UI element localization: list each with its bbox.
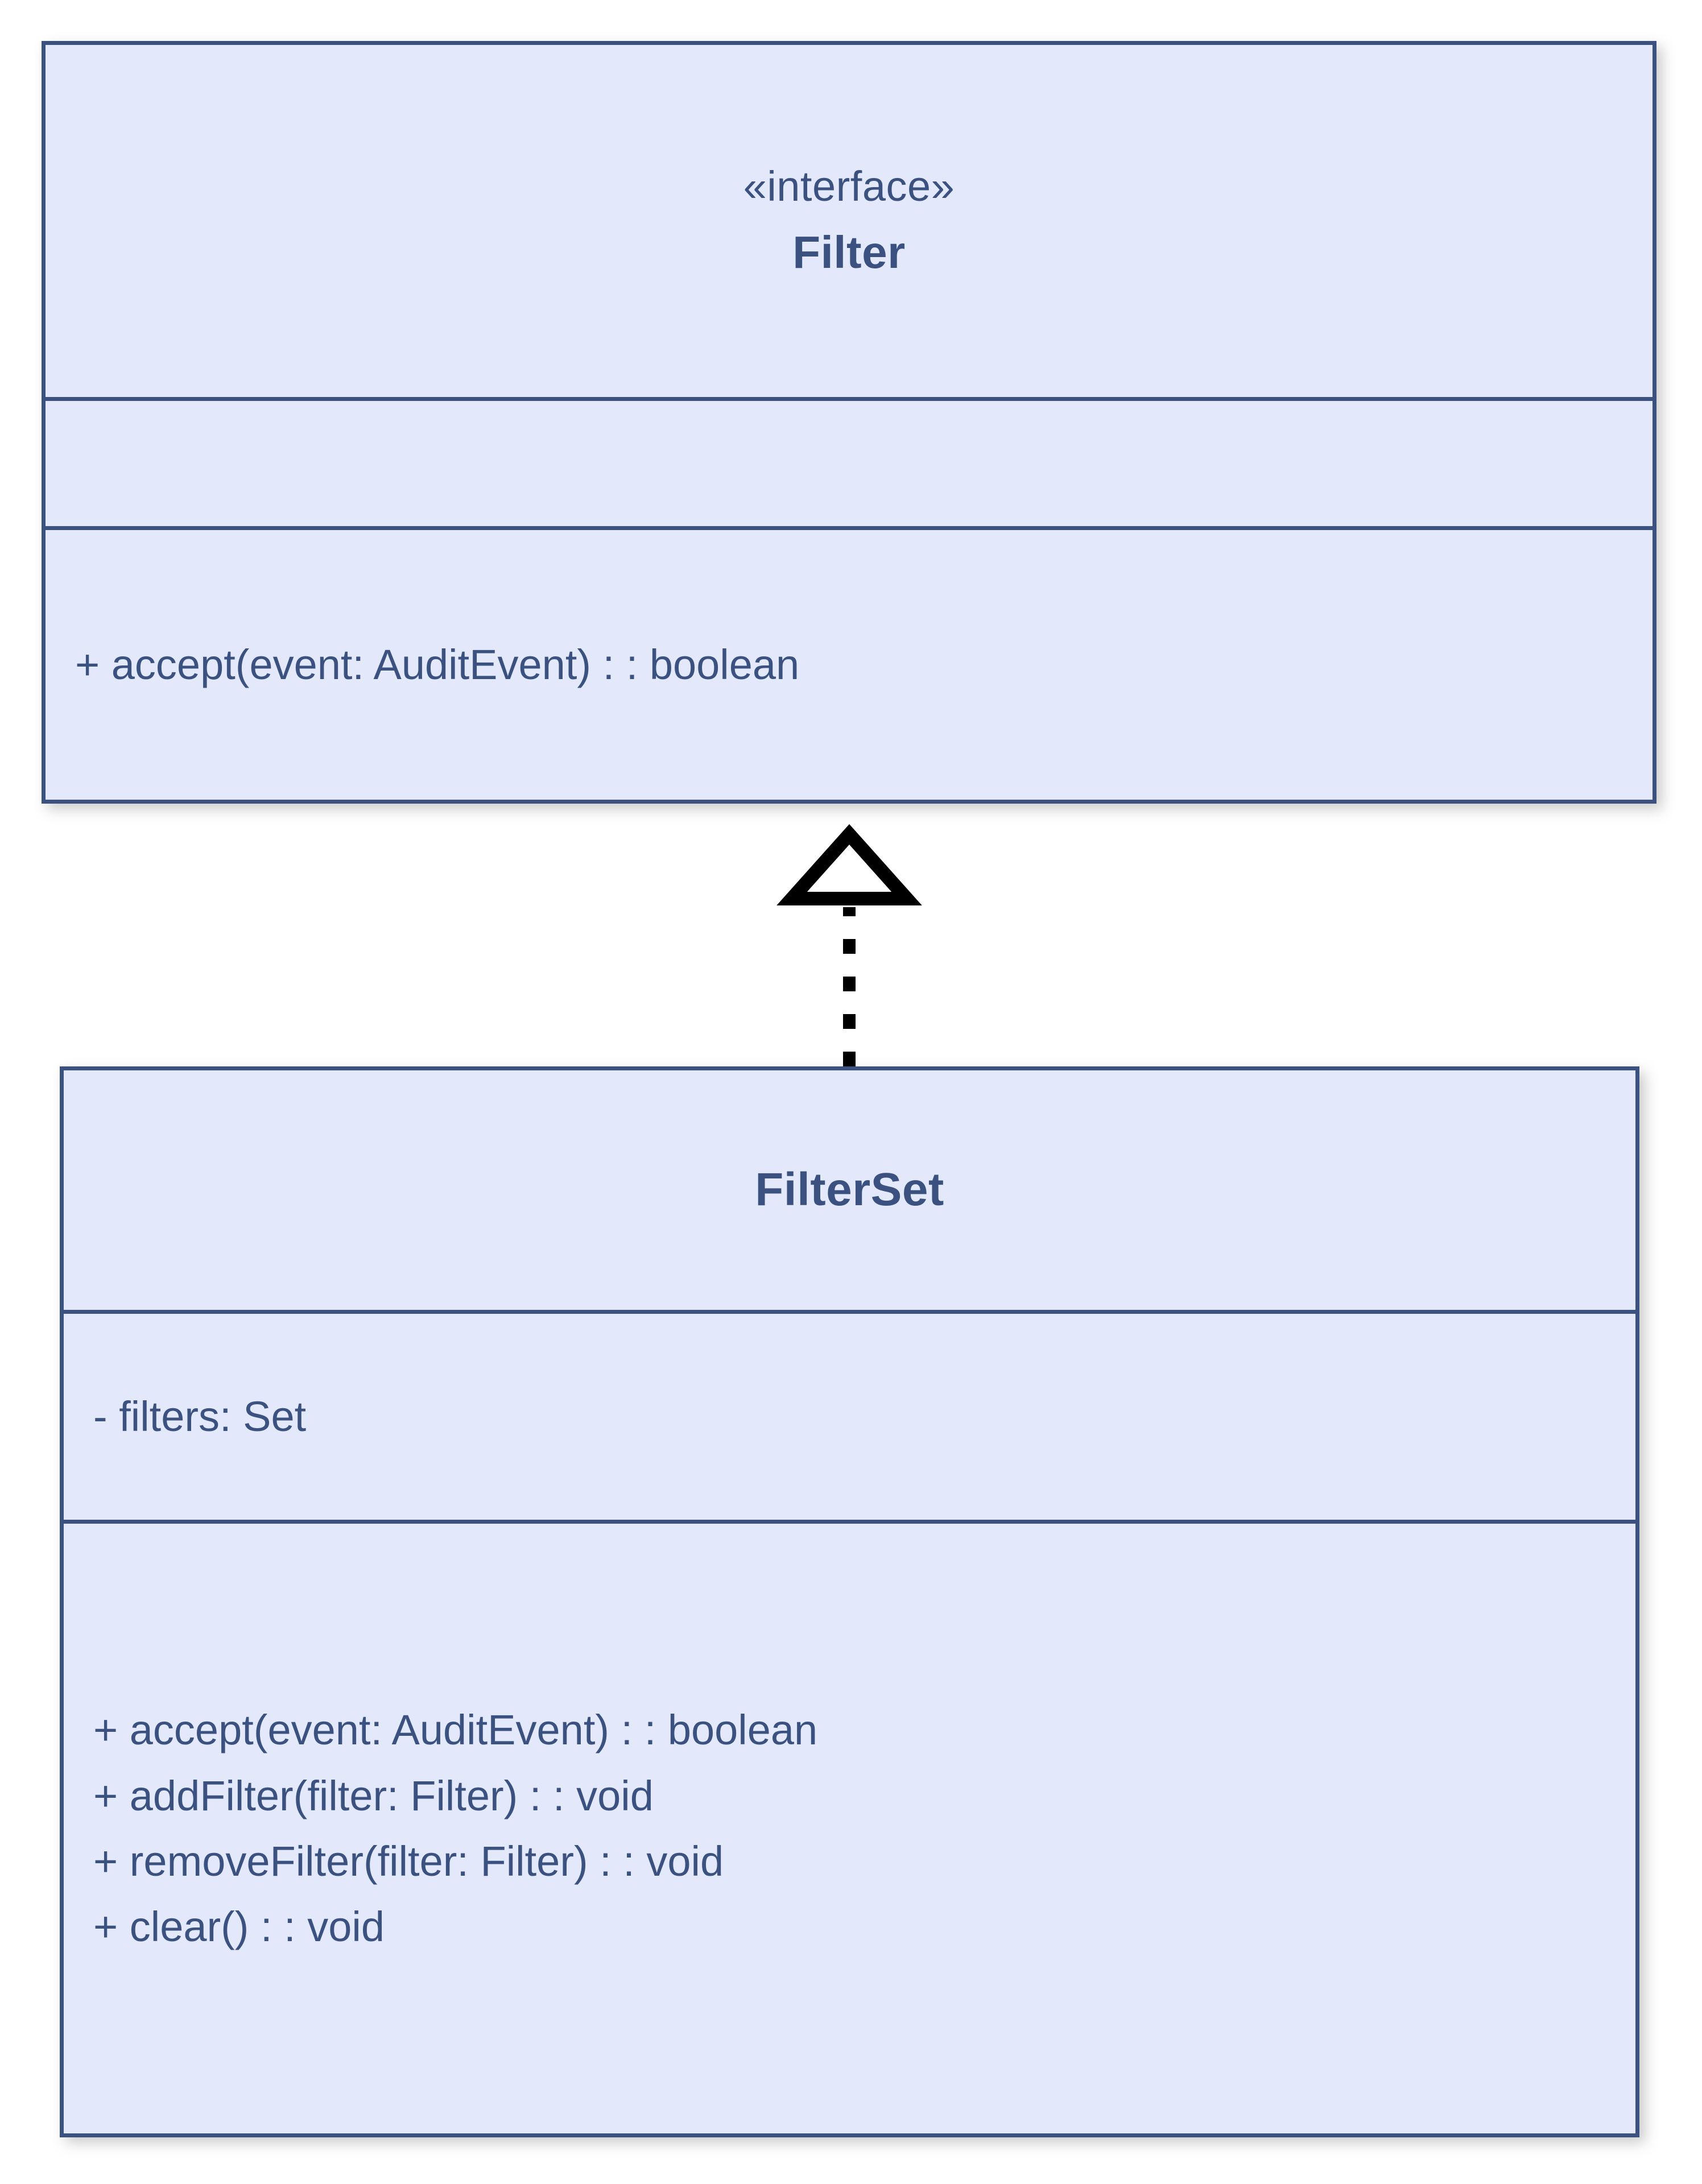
attributes-compartment-filter	[46, 397, 1653, 526]
class-header-filterset: FilterSet	[64, 1070, 1635, 1310]
operation-row: + clear() : : void	[93, 1903, 385, 1951]
realization-hollow-triangle-arrow-icon	[776, 824, 922, 905]
operations-compartment-filter: + accept(event: AuditEvent) : : boolean	[46, 526, 1653, 800]
operations-compartment-filterset: + accept(event: AuditEvent) : : boolean …	[64, 1520, 1635, 2133]
uml-class-filterset[interactable]: FilterSet - filters: Set + accept(event:…	[60, 1066, 1639, 2137]
attributes-compartment-filterset: - filters: Set	[64, 1310, 1635, 1520]
operation-row: + accept(event: AuditEvent) : : boolean	[75, 641, 800, 689]
operation-row: + removeFilter(filter: Filter) : : void	[93, 1838, 724, 1885]
stereotype-label-filter: «interface»	[743, 162, 955, 210]
operation-row: + accept(event: AuditEvent) : : boolean	[93, 1706, 818, 1754]
class-name-filterset: FilterSet	[755, 1164, 944, 1216]
class-header-filter: «interface» Filter	[46, 45, 1653, 397]
attribute-row: - filters: Set	[93, 1393, 307, 1441]
uml-class-filter[interactable]: «interface» Filter + accept(event: Audit…	[42, 41, 1656, 804]
operation-row: + addFilter(filter: Filter) : : void	[93, 1772, 654, 1819]
class-name-filter: Filter	[792, 227, 906, 278]
